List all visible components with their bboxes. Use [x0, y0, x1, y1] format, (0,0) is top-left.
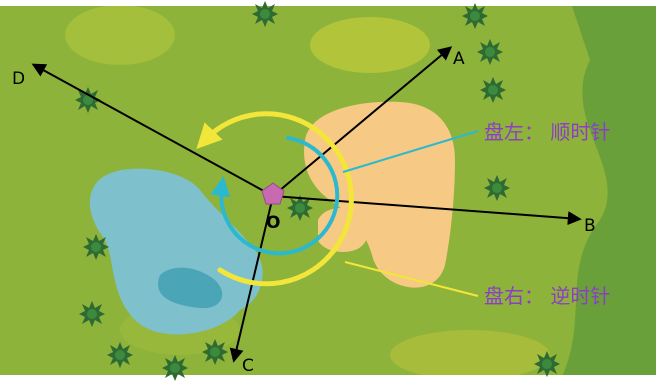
- spiky-tree-icon: [202, 339, 228, 365]
- spiky-tree-icon: [462, 3, 488, 29]
- line-od: [31, 63, 274, 197]
- line-ob: [272, 195, 582, 226]
- label-o: O: [266, 213, 280, 233]
- label-c: C: [242, 356, 254, 376]
- yellow-clockwise-arc: [196, 111, 354, 287]
- pentagon-station-icon: [261, 182, 285, 205]
- rotation-arcs: [196, 111, 354, 287]
- annotation-right-face: 盘右： 逆时针: [484, 284, 610, 308]
- line-oa: [272, 46, 453, 197]
- direction-lines: [31, 46, 582, 363]
- label-a: A: [453, 49, 465, 69]
- spiky-tree-icon: [477, 39, 503, 65]
- leader-left-face: [342, 130, 479, 173]
- spiky-tree-icon: [162, 355, 188, 381]
- spiky-tree-icon: [484, 175, 510, 201]
- spiky-tree-icon: [534, 351, 560, 377]
- spiky-tree-icon: [83, 234, 109, 260]
- spiky-tree-icon: [79, 301, 105, 327]
- spiky-tree-icon: [480, 77, 506, 103]
- label-d: D: [12, 69, 25, 89]
- line-oc: [229, 195, 274, 363]
- leader-right-face: [344, 261, 479, 297]
- label-b: B: [584, 216, 596, 236]
- spiky-tree-icon: [252, 1, 278, 27]
- cyan-counterclockwise-arc: [210, 136, 340, 256]
- annotation-left-face: 盘左： 顺时针: [484, 120, 610, 144]
- pond: [89, 168, 263, 335]
- spiky-tree-icon: [107, 342, 133, 368]
